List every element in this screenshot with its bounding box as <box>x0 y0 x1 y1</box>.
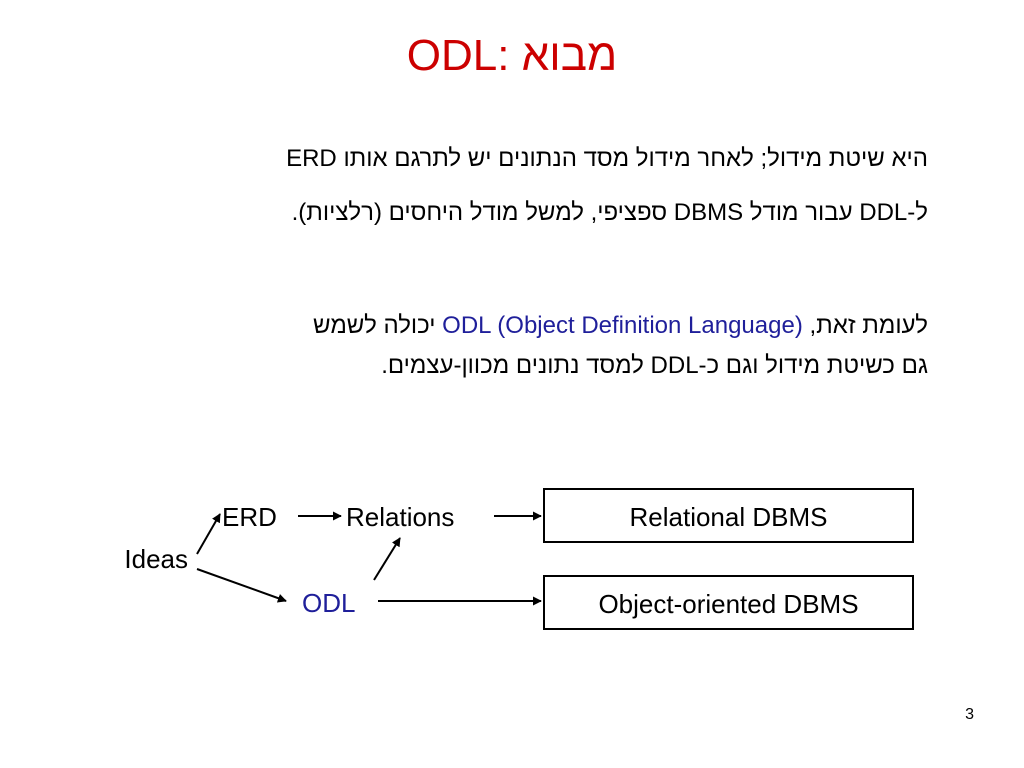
paragraph-odl-line-1: לעומת זאת, ODL (Object Definition Langua… <box>60 306 928 346</box>
arrow-ideas-to-erd <box>196 513 221 555</box>
flow-diagram: Ideas ERD Relations ODL Relational DBMS … <box>124 488 914 630</box>
paragraph-odl-suffix: יכולה לשמש <box>313 312 443 339</box>
node-relations: Relations <box>346 502 454 532</box>
page-number: 3 <box>965 706 974 723</box>
paragraph-odl-line-2: גם כשיטת מידול וגם כ-DDL למסד נתונים מכו… <box>381 352 928 379</box>
node-ideas: Ideas <box>124 544 188 574</box>
paragraph-odl: לעומת זאת, ODL (Object Definition Langua… <box>60 306 928 386</box>
arrow-odl-to-relations <box>373 537 401 581</box>
arrow-ideas-to-odl <box>196 568 287 603</box>
node-erd: ERD <box>222 502 277 532</box>
paragraph-erd: ERD היא שיטת מידול; לאחר מידול מסד הנתונ… <box>60 132 928 240</box>
box-relational-dbms <box>543 488 914 543</box>
paragraph-erd-line-1: ERD היא שיטת מידול; לאחר מידול מסד הנתונ… <box>286 145 928 172</box>
node-odl: ODL <box>302 588 355 618</box>
box-object-oriented-dbms <box>543 575 914 630</box>
node-relational-dbms: Relational DBMS <box>630 502 828 532</box>
paragraph-odl-prefix: לעומת זאת, <box>802 312 928 339</box>
slide-title: ODL: מבוא <box>406 31 618 80</box>
node-object-oriented-dbms: Object-oriented DBMS <box>598 589 858 619</box>
odl-definition-highlight: ODL (Object Definition Language) <box>442 312 803 339</box>
paragraph-erd-line-2: ל-DDL עבור מודל DBMS ספציפי, למשל מודל ה… <box>291 199 928 226</box>
